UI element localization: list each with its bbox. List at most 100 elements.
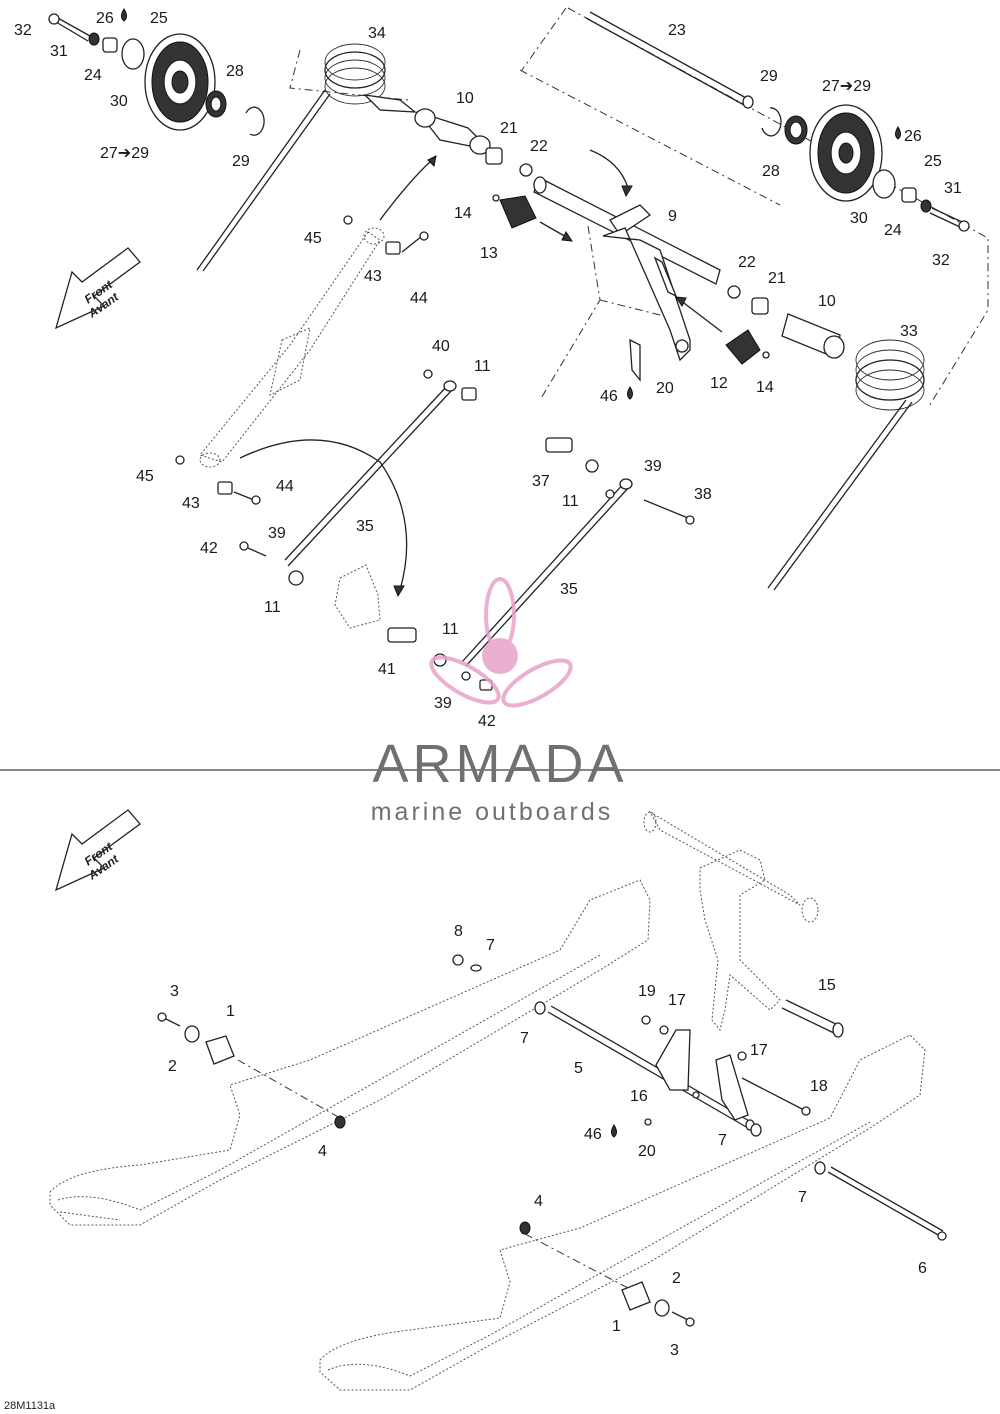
callout-24-right: 24 — [884, 222, 902, 239]
callout-10-top: 10 — [456, 90, 474, 107]
callout-20-top: 20 — [656, 380, 674, 397]
callout-30-left: 30 — [110, 93, 128, 110]
callout-17-a: 17 — [668, 992, 686, 1009]
callout-21-right: 21 — [768, 270, 786, 287]
drawing-reference: 28M1131a — [4, 1400, 56, 1412]
callout-26-right: 26 — [904, 128, 922, 145]
callout-39-right: 39 — [644, 458, 662, 475]
lubricant-drop-icon-46-top — [627, 386, 633, 400]
left-rail — [49, 879, 651, 1226]
callout-7-d: 7 — [798, 1189, 807, 1206]
callout-10-right: 10 — [818, 293, 836, 310]
rear-arm-assembly — [48, 7, 989, 691]
callout-39-bottom: 39 — [434, 695, 452, 712]
callout-41: 41 — [378, 661, 396, 678]
watermark-tagline: marine outboards — [371, 798, 614, 826]
callout-27-29-right: 27➔29 — [822, 78, 871, 95]
callout-13: 13 — [480, 245, 498, 262]
callout-2-left: 2 — [168, 1058, 177, 1075]
callout-19: 19 — [638, 983, 656, 1000]
right-idler-wheel — [585, 11, 970, 232]
right-torsion-spring — [767, 339, 925, 591]
callout-23: 23 — [668, 22, 686, 39]
rail-assembly: Front Avant — [49, 809, 947, 1391]
callout-32-right: 32 — [932, 252, 950, 269]
callout-16: 16 — [630, 1088, 648, 1105]
shock-absorber — [199, 227, 385, 468]
callout-11-a: 11 — [474, 358, 491, 375]
callout-35-right: 35 — [560, 581, 578, 598]
callout-24-left: 24 — [84, 67, 102, 84]
callout-25-left: 25 — [150, 10, 168, 27]
callout-32-left: 32 — [14, 22, 32, 39]
callout-44-bottom: 44 — [276, 478, 294, 495]
propeller-logo — [429, 577, 573, 708]
callout-43-bottom: 43 — [182, 495, 200, 512]
callout-45-bottom: 45 — [136, 468, 154, 485]
callout-20-bottom: 20 — [638, 1143, 656, 1160]
callout-38: 38 — [694, 486, 712, 503]
callout-14-right: 14 — [756, 379, 774, 396]
callout-37: 37 — [532, 473, 550, 490]
callout-22-right: 22 — [738, 254, 756, 271]
lubricant-drop-icon-26-right — [895, 126, 901, 140]
callout-1-left: 1 — [226, 1003, 235, 1020]
lubricant-drop-icon-26-left — [121, 8, 127, 22]
callout-7-a: 7 — [486, 937, 495, 954]
callout-5: 5 — [574, 1060, 583, 1077]
callout-31-left: 31 — [50, 43, 68, 60]
callout-21-top: 21 — [500, 120, 518, 137]
callout-29-left: 29 — [232, 153, 250, 170]
callout-6: 6 — [918, 1260, 927, 1277]
front-direction-arrow: Front Avant — [54, 247, 141, 330]
callout-9: 9 — [668, 208, 677, 225]
callout-labels: 32 26 25 31 24 30 28 27➔29 29 34 10 21 2… — [4, 8, 962, 1412]
callout-34: 34 — [368, 25, 386, 42]
callout-40: 40 — [432, 338, 450, 355]
callout-30-right: 30 — [850, 210, 868, 227]
callout-45-top: 45 — [304, 230, 322, 247]
callout-33: 33 — [900, 323, 918, 340]
callout-4-left: 4 — [318, 1143, 327, 1160]
callout-7-b: 7 — [520, 1030, 529, 1047]
callout-11-c: 11 — [264, 599, 281, 616]
callout-11-b: 11 — [562, 493, 579, 510]
armada-watermark: ARMADA marine outboards — [371, 577, 627, 826]
callout-46-bottom: 46 — [584, 1126, 602, 1143]
left-torsion-spring — [196, 43, 417, 272]
right-rail — [319, 1034, 926, 1391]
callout-8: 8 — [454, 923, 463, 940]
callout-42-left: 42 — [200, 540, 218, 557]
callout-4-right: 4 — [534, 1193, 543, 1210]
callout-22-top: 22 — [530, 138, 548, 155]
lubricant-drop-icon-46-bottom — [611, 1124, 617, 1138]
callout-44-top: 44 — [410, 290, 428, 307]
callout-27-29-left: 27➔29 — [100, 145, 149, 162]
callout-26-left: 26 — [96, 10, 114, 27]
callout-14-top: 14 — [454, 205, 472, 222]
callout-18: 18 — [810, 1078, 828, 1095]
left-idler-wheel — [48, 13, 265, 136]
callout-29-right: 29 — [760, 68, 778, 85]
callout-31-right: 31 — [944, 180, 962, 197]
watermark-brand: ARMADA — [372, 734, 627, 794]
callout-7-c: 7 — [718, 1132, 727, 1149]
callout-15: 15 — [818, 977, 836, 994]
callout-1-right: 1 — [612, 1318, 621, 1335]
callout-3-right: 3 — [670, 1342, 679, 1359]
callout-2-right: 2 — [672, 1270, 681, 1287]
callout-28-left: 28 — [226, 63, 244, 80]
front-direction-arrow-lower: Front Avant — [54, 809, 141, 892]
callout-11-d: 11 — [442, 621, 459, 638]
rear-arm — [533, 176, 721, 382]
callout-3-left: 3 — [170, 983, 179, 1000]
callout-43-top: 43 — [364, 268, 382, 285]
callout-17-b: 17 — [750, 1042, 768, 1059]
callout-42-bottom: 42 — [478, 713, 496, 730]
callout-12: 12 — [710, 375, 728, 392]
callout-28-right: 28 — [762, 163, 780, 180]
callout-39-left: 39 — [268, 525, 286, 542]
callout-35-left: 35 — [356, 518, 374, 535]
callout-46-top: 46 — [600, 388, 618, 405]
